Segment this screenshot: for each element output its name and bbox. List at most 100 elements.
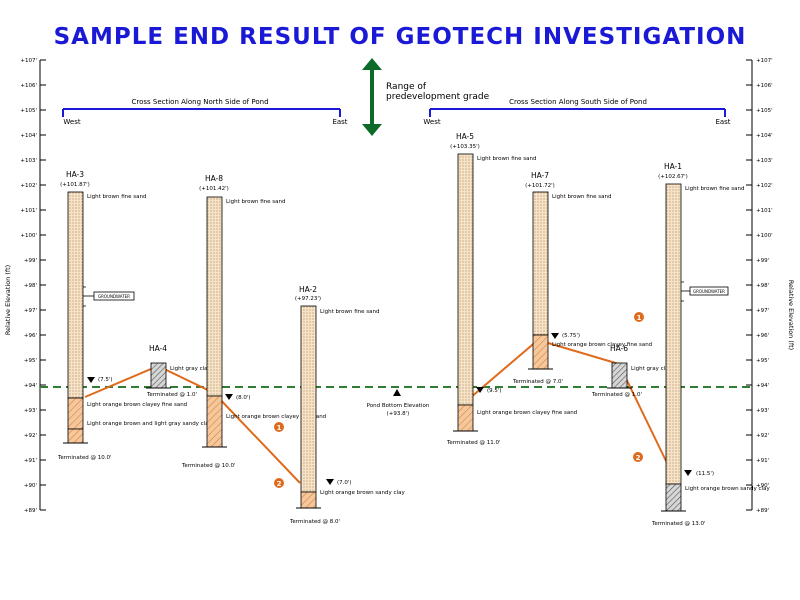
boring-ha3-elev: (+101.87') — [60, 182, 90, 188]
boring-ha8-water: (8.0') — [236, 395, 251, 401]
boring-ha4-name: HA-4 — [149, 344, 167, 353]
left-tick-label: +104' — [20, 133, 37, 139]
boring-ha2-elev: (+97.23') — [295, 296, 321, 302]
left-tick-label: +107' — [20, 58, 37, 64]
boring-ha5-elev: (+103.35') — [450, 144, 480, 150]
left-tick-label: +90' — [24, 483, 37, 489]
boring-ha5-name: HA-5 — [456, 132, 474, 141]
right-tick-label: +104' — [756, 133, 773, 139]
boring-ha1-water: (11.5') — [696, 471, 714, 477]
boring-ha3-layer-3-label: Light orange brown and light gray sandy … — [87, 421, 213, 427]
boring-ha6-layer-gray-clay — [611, 362, 628, 389]
boring-ha3-water-icon — [87, 377, 95, 383]
left-tick-label: +92' — [24, 433, 37, 439]
left-tick-label: +94' — [24, 383, 37, 389]
boring-ha2-name: HA-2 — [299, 285, 317, 294]
right-tick-label: +98' — [756, 283, 769, 289]
groundwater-callout-right-text: GROUNDWATER — [693, 289, 725, 294]
boring-ha7-layer-2-label: Light orange brown clayey fine sand — [552, 342, 652, 348]
boring-ha5-water: (9.5') — [487, 388, 502, 394]
groundwater-callout-left-text: GROUNDWATER — [98, 294, 130, 299]
boring-ha3-layer-clayey-sand — [67, 397, 84, 430]
boring-ha1-water-icon — [684, 470, 692, 476]
boring-ha3-layer-sand — [67, 191, 84, 399]
north-section-title: Cross Section Along North Side of Pond — [131, 98, 268, 106]
marker-2-south-text: 2 — [636, 454, 641, 462]
pond-bottom-title: Pond Bottom Elevation — [367, 403, 430, 409]
right-tick-label: +101' — [756, 208, 773, 214]
right-tick-label: +91' — [756, 458, 769, 464]
boring-ha8-water-icon — [225, 394, 233, 400]
pond-bottom-label: Pond Bottom Elevation (+93.8') — [367, 389, 430, 417]
left-tick-label: +97' — [24, 308, 37, 314]
boring-ha4-layer-gray-clay — [150, 362, 167, 389]
left-tick-label: +96' — [24, 333, 37, 339]
boring-ha7-water: (5.75') — [562, 333, 580, 339]
predevelopment-label-line1: Range of — [386, 82, 427, 92]
marker-1-south: 1 — [634, 312, 644, 322]
boring-ha6: HA-6 Light gray clay Terminated @ 1.0' — [591, 344, 673, 398]
boring-ha8-terminated: Terminated @ 10.0' — [181, 463, 236, 469]
boring-ha8-layer-clayey-sand — [206, 395, 223, 448]
boring-ha3-terminated: Terminated @ 10.0' — [57, 455, 112, 461]
boring-ha4: HA-4 Light gray clay Terminated @ 1.0' — [146, 344, 212, 398]
boring-ha7-water-icon — [551, 333, 559, 339]
right-tick-label: +94' — [756, 383, 769, 389]
right-tick-label: +100' — [756, 233, 773, 239]
right-tick-label: +97' — [756, 308, 769, 314]
boring-ha3-name: HA-3 — [66, 170, 84, 179]
boring-ha5-layer-2-label: Light orange brown clayey fine sand — [477, 410, 577, 416]
left-tick-label: +103' — [20, 158, 37, 164]
boring-ha5-layer-sand — [457, 153, 474, 406]
left-tick-label: +98' — [24, 283, 37, 289]
boring-ha3-water: (7.5') — [98, 377, 113, 383]
boring-ha1-layer-sand — [665, 183, 682, 485]
boring-ha3-layer-sandy-clay — [67, 428, 84, 444]
boring-ha7-layer-clayey-sand — [532, 334, 549, 370]
right-tick-label: +95' — [756, 358, 769, 364]
boring-ha7-terminated: Terminated @ 7.0' — [512, 379, 563, 385]
boring-ha4-layer-1-label: Light gray clay — [170, 366, 212, 372]
left-tick-label: +100' — [20, 233, 37, 239]
boring-ha1-name: HA-1 — [664, 162, 682, 171]
boring-ha7-name: HA-7 — [531, 171, 549, 180]
left-tick-label: +99' — [24, 258, 37, 264]
boring-ha8-layer-2-label: Light orange brown clayey fine sand — [226, 414, 326, 420]
boring-ha8: HA-8 (+101.42') Light brown fine sand Li… — [181, 174, 326, 469]
marker-2-south: 2 — [633, 452, 643, 462]
marker-1-south-text: 1 — [637, 314, 642, 322]
right-tick-label: +96' — [756, 333, 769, 339]
right-tick-label: +90' — [756, 483, 769, 489]
marker-2-north-text: 2 — [277, 480, 282, 488]
boring-ha3-layer-1-label: Light brown fine sand — [87, 194, 147, 200]
right-tick-label: +106' — [756, 83, 773, 89]
left-tick-label: +101' — [20, 208, 37, 214]
boring-ha4-terminated: Terminated @ 1.0' — [146, 392, 197, 398]
boring-ha1: HA-1 (+102.67') Light brown fine sand Li… — [651, 162, 770, 527]
right-tick-label: +93' — [756, 408, 769, 414]
predevelopment-label: Range of predevelopment grade — [386, 82, 490, 102]
left-tick-label: +91' — [24, 458, 37, 464]
right-tick-label: +92' — [756, 433, 769, 439]
groundwater-profile-south — [469, 338, 669, 466]
north-east-label: East — [332, 118, 347, 126]
marker-1-north-text: 1 — [277, 424, 282, 432]
south-west-label: West — [423, 118, 440, 126]
boring-ha7-elev: (+101.72') — [525, 183, 555, 189]
boring-ha5-terminated: Terminated @ 11.0' — [446, 440, 501, 446]
boring-ha7-layer-sand — [532, 191, 549, 336]
right-tick-label: +99' — [756, 258, 769, 264]
boring-ha5: HA-5 (+103.35') Light brown fine sand Li… — [446, 132, 577, 446]
boring-ha2-layer-sand — [300, 305, 317, 493]
right-tick-label: +105' — [756, 108, 773, 114]
marker-2-north: 2 — [274, 478, 284, 488]
boring-ha8-layer-1-label: Light brown fine sand — [226, 199, 286, 205]
boring-ha8-elev: (+101.42') — [199, 186, 229, 192]
north-section-header: Cross Section Along North Side of Pond W… — [62, 98, 348, 126]
boring-ha1-layer-2-label: Light orange brown sandy clay — [685, 486, 770, 492]
left-tick-label: +93' — [24, 408, 37, 414]
south-section-title: Cross Section Along South Side of Pond — [509, 98, 647, 106]
left-axis: +107'+106'+105'+104'+103'+102'+101'+100'… — [20, 58, 46, 514]
boring-ha8-name: HA-8 — [205, 174, 223, 183]
